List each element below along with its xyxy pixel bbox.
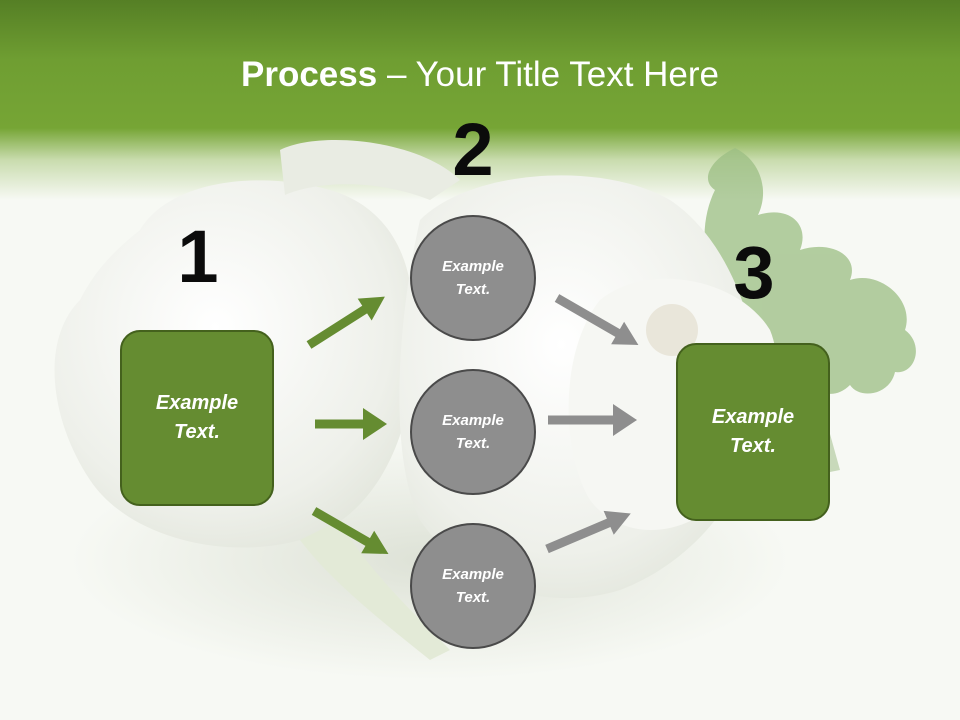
arrow-icon bbox=[554, 294, 639, 345]
step-1-box[interactable]: Example Text. bbox=[120, 330, 274, 506]
arrow-icon bbox=[548, 404, 637, 436]
circle-label: Example Text. bbox=[442, 258, 504, 298]
step-2-circle-1[interactable]: Example Text. bbox=[410, 215, 536, 341]
step-2-circle-2[interactable]: Example Text. bbox=[410, 369, 536, 495]
circle-label: Example Text. bbox=[442, 566, 504, 606]
arrow-icon bbox=[545, 510, 631, 554]
circle-label: Example Text. bbox=[442, 412, 504, 452]
step-3-label: Example Text. bbox=[711, 406, 795, 457]
green-arrows bbox=[306, 296, 389, 554]
title-bold-part: Process bbox=[241, 55, 378, 94]
step-number-3: 3 bbox=[733, 231, 775, 314]
step-3-box[interactable]: Example Text. bbox=[676, 343, 830, 521]
arrow-icon bbox=[315, 408, 387, 440]
step-number-1: 1 bbox=[177, 215, 219, 298]
arrow-icon bbox=[306, 296, 385, 349]
step-2-circle-3[interactable]: Example Text. bbox=[410, 523, 536, 649]
slide-title: Process – Your Title Text Here bbox=[0, 52, 960, 98]
arrow-icon bbox=[311, 507, 389, 554]
step-number-2: 2 bbox=[452, 108, 494, 191]
title-rest-part: – Your Title Text Here bbox=[377, 55, 719, 94]
header-band bbox=[0, 0, 960, 200]
gray-arrows bbox=[545, 294, 639, 554]
step-1-label: Example Text. bbox=[155, 392, 239, 443]
